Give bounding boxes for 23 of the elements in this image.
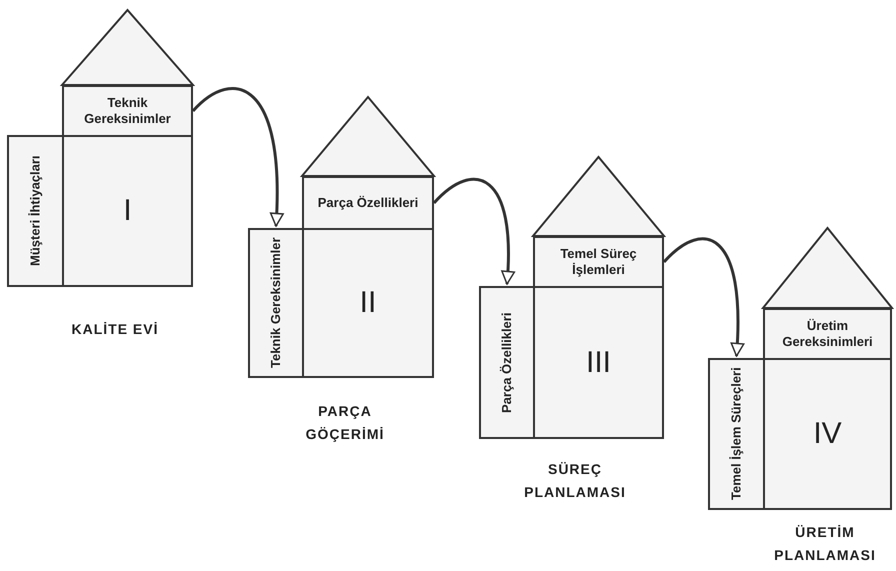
- roof-triangle: [300, 95, 436, 177]
- side-column-box: Parça Özellikleri: [479, 286, 535, 439]
- curved-arrow: [662, 237, 744, 357]
- header-box: Temel Süreç İşlemleri: [533, 236, 664, 288]
- side-column-box: Müşteri İhtiyaçları: [7, 135, 64, 287]
- matrix-box: II: [302, 228, 434, 378]
- header-box: Parça Özellikleri: [302, 176, 434, 230]
- header-box: Teknik Gereksinimler: [62, 85, 193, 137]
- matrix-box: III: [533, 286, 664, 439]
- matrix-box: IV: [763, 358, 892, 510]
- house-caption: PARÇA GÖÇERİMİ: [304, 402, 386, 444]
- matrix-box: I: [62, 135, 193, 287]
- house-caption: KALİTE EVİ: [70, 320, 160, 339]
- header-box: Üretim Gereksinimleri: [763, 308, 892, 360]
- curved-arrow: [192, 87, 284, 227]
- side-column-box: Temel İşlem Süreçleri: [708, 358, 765, 510]
- curved-arrow: [432, 178, 515, 285]
- side-column-box: Teknik Gereksinimler: [248, 228, 304, 378]
- house-caption: SÜREÇ PLANLAMASI: [523, 460, 627, 502]
- roof-triangle: [530, 155, 666, 237]
- roof-triangle: [60, 8, 196, 86]
- house-caption: ÜRETİM PLANLAMASI: [773, 523, 877, 565]
- roof-triangle: [760, 226, 894, 309]
